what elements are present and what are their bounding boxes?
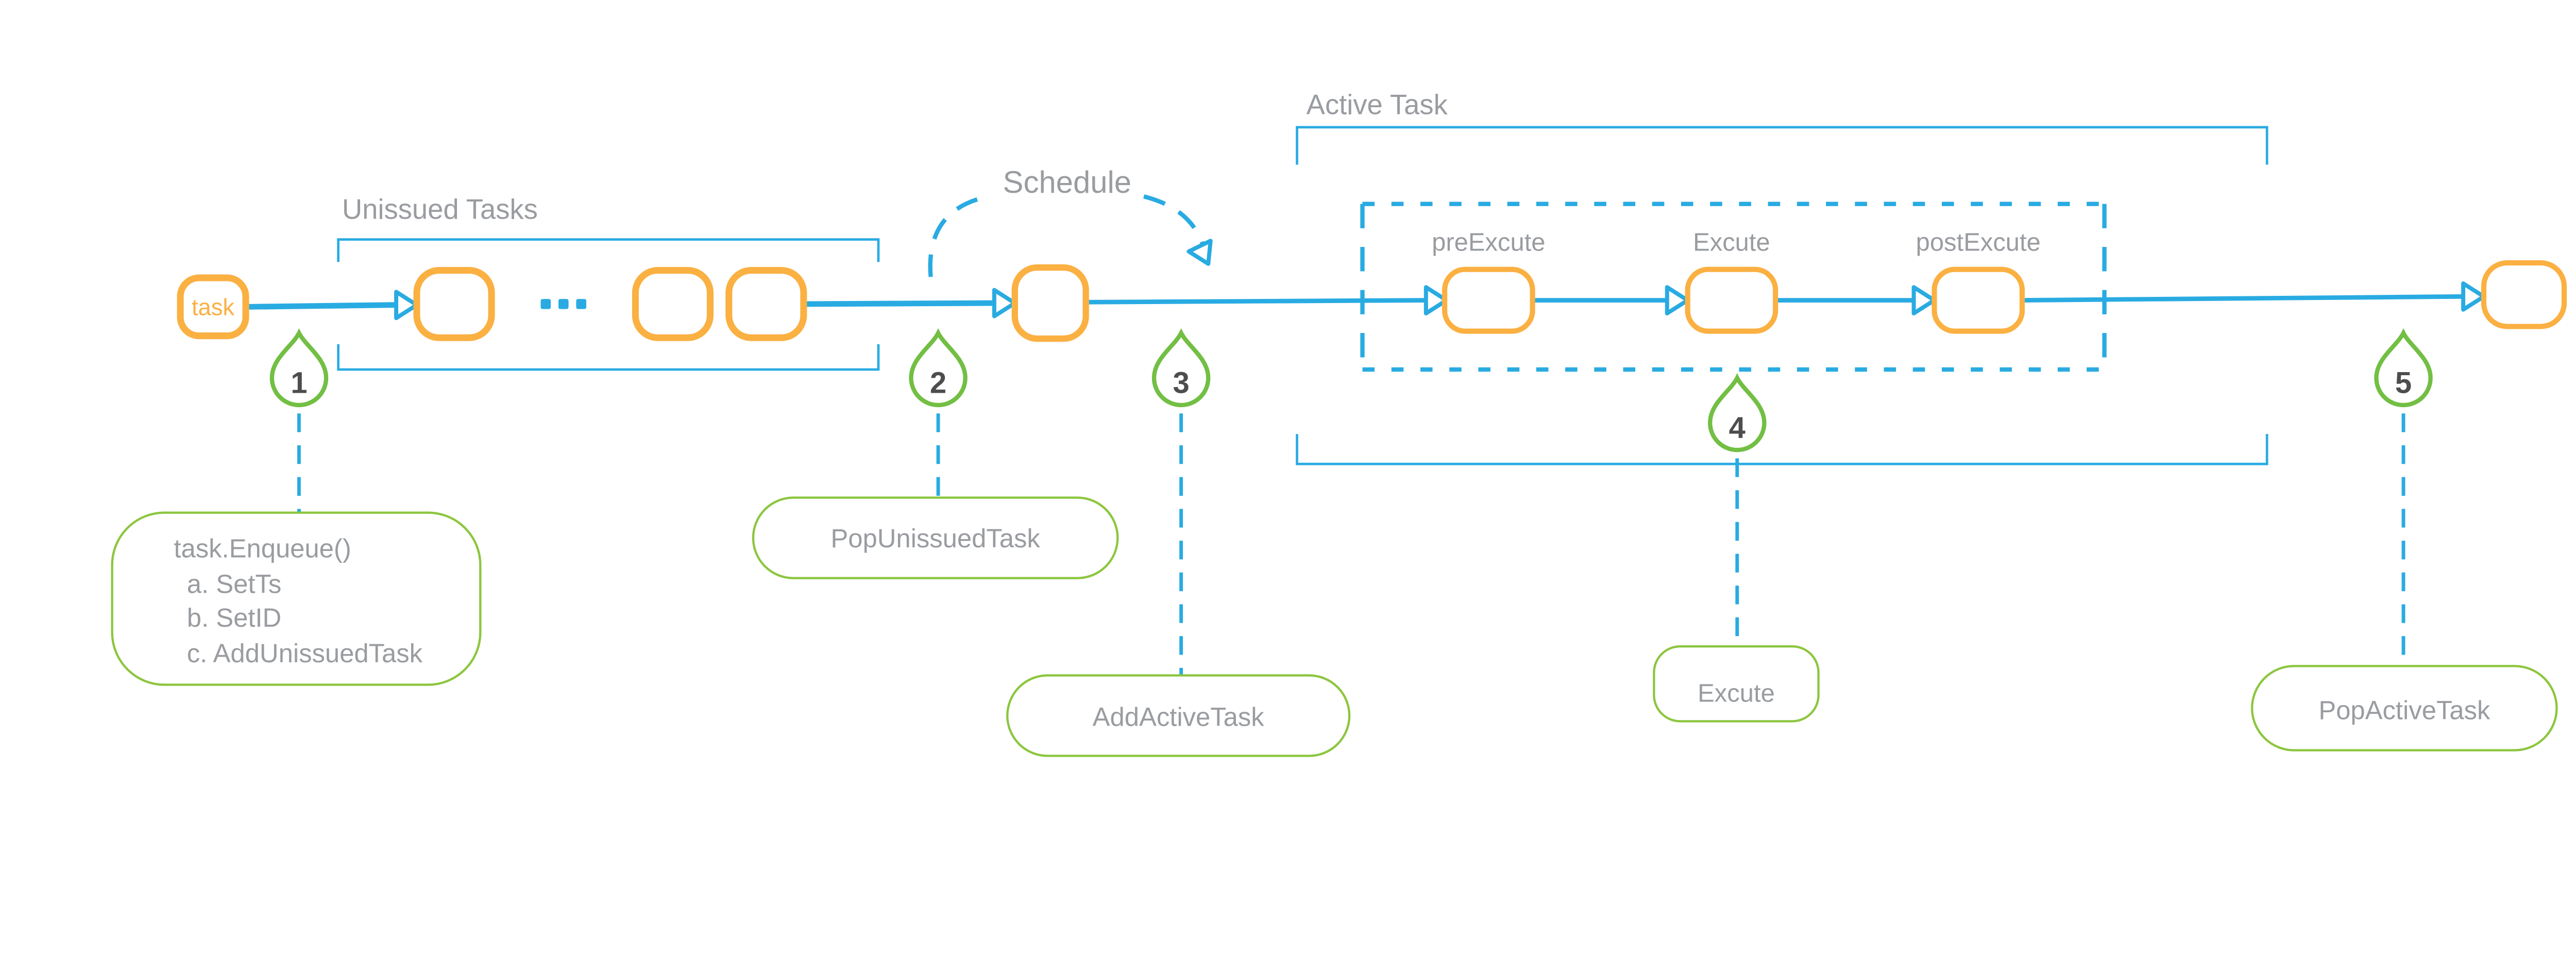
marker-pin-5 <box>2374 328 2433 408</box>
arrowhead-icon-3 <box>1423 285 1449 316</box>
schedule-annotation: Schedule <box>928 165 1213 277</box>
post-execute-label: postExcute <box>1916 228 2041 256</box>
ellipsis-dot-1 <box>540 299 551 309</box>
pop-unissued-callout-box <box>752 496 1119 579</box>
ellipsis-dots <box>540 299 586 309</box>
callout-boxes: task.Enqueue() a. SetTs b. SetID c. AddU… <box>111 496 2558 757</box>
enqueue-callout-item-b: b. SetID <box>187 603 281 632</box>
schedule-node <box>1011 264 1089 342</box>
ellipsis-dot-2 <box>558 299 569 309</box>
marker-number-2: 2 <box>930 366 946 399</box>
add-active-callout-label: AddActiveTask <box>1093 702 1265 731</box>
marker-pin-3 <box>1151 328 1211 408</box>
marker-number-5: 5 <box>2395 366 2412 399</box>
pre-execute-node <box>1442 266 1535 334</box>
unissued-tasks-label: Unissued Tasks <box>342 194 538 225</box>
execute-node <box>1685 266 1778 334</box>
task-node-label: task <box>192 294 234 321</box>
marker-pin-4 <box>1708 373 1767 453</box>
marker-number-3: 3 <box>1173 366 1189 399</box>
unissued-top-bracket <box>337 238 880 262</box>
marker-number-1: 1 <box>291 366 307 399</box>
unissued-queue-node-3 <box>725 267 807 341</box>
post-execute-node <box>1931 266 2025 334</box>
enqueue-callout-box <box>111 511 482 686</box>
active-bottom-bracket <box>1296 434 2268 465</box>
flow-nodes: task preExcute Excute postExcute <box>177 228 2567 342</box>
pop-unissued-callout-label: PopUnissuedTask <box>831 524 1040 553</box>
unissued-queue-node-2 <box>632 267 714 341</box>
flow-segment-6 <box>2020 294 2462 303</box>
marker-number-4: 4 <box>1729 411 1745 444</box>
flow-segment-3 <box>1086 298 1425 305</box>
execute-callout-box <box>1653 645 1820 723</box>
pop-active-callout-box <box>2251 665 2558 751</box>
flow-segment-2 <box>803 300 993 307</box>
unissued-bottom-bracket <box>337 344 880 371</box>
schedule-arrowhead-icon <box>1187 239 1213 266</box>
arrowhead-icon-5 <box>1911 285 1937 316</box>
active-task-group: Active Task <box>1296 89 2268 465</box>
pop-active-callout-label: PopActiveTask <box>2318 696 2490 725</box>
marker-pin-1 <box>269 328 329 408</box>
flow-segment-1 <box>248 302 395 310</box>
arrowhead-icon-4 <box>1665 285 1690 316</box>
active-top-bracket <box>1296 126 2268 165</box>
callout-connectors <box>297 413 2405 694</box>
schedule-arc-left <box>928 194 989 277</box>
flow-lines <box>248 281 2486 321</box>
marker-pin-2 <box>909 328 968 408</box>
execute-callout-label: Excute <box>1698 679 1775 707</box>
pre-execute-label: preExcute <box>1432 228 1545 256</box>
unissued-queue-node-1 <box>413 267 495 341</box>
schedule-label: Schedule <box>1003 165 1132 199</box>
arrowhead-icon-2 <box>992 288 1017 319</box>
add-active-callout-box <box>1006 674 1351 757</box>
enqueue-callout-item-c: c. AddUnissuedTask <box>187 639 423 668</box>
execute-label: Excute <box>1693 228 1770 256</box>
arrowhead-icon-1 <box>394 290 419 321</box>
step-markers: 1 2 3 4 5 <box>269 328 2433 453</box>
done-node <box>2481 260 2567 329</box>
ellipsis-dot-3 <box>576 299 586 309</box>
active-task-dotted-region <box>1360 202 2107 372</box>
unissued-tasks-group: Unissued Tasks <box>337 194 880 371</box>
task-node <box>177 274 249 340</box>
arrowhead-icon-6 <box>2461 281 2486 312</box>
enqueue-callout-item-a: a. SetTs <box>187 570 281 599</box>
active-task-label: Active Task <box>1307 89 1448 120</box>
enqueue-callout-title: task.Enqueue() <box>174 534 351 563</box>
